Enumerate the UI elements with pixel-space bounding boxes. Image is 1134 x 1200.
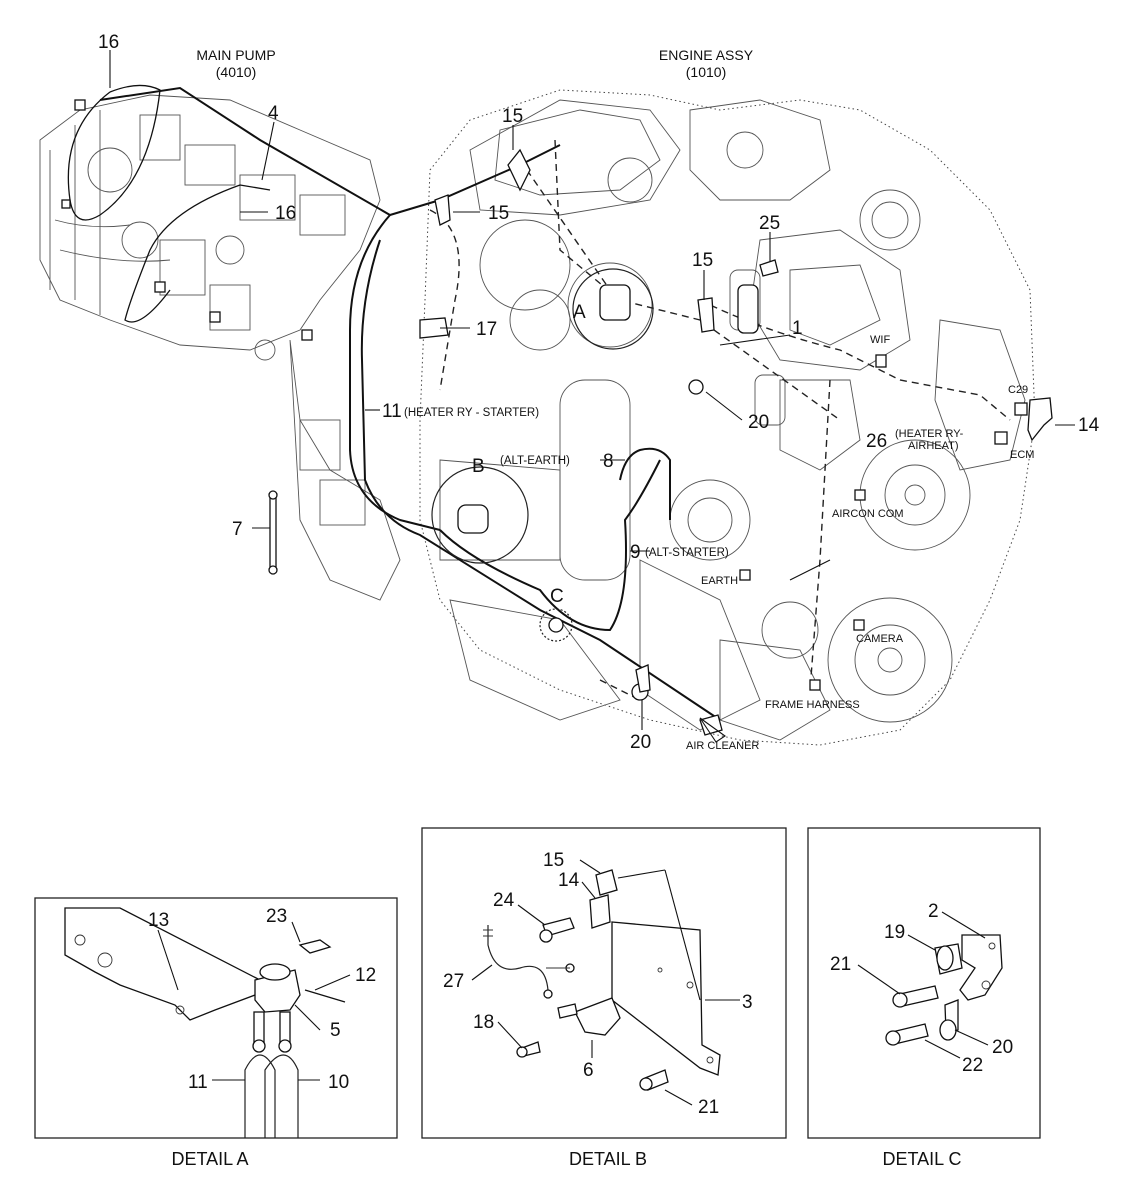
callout-14: 14 <box>1078 415 1100 436</box>
callout-16-top: 16 <box>98 32 119 53</box>
detail-b-callout-3: 3 <box>742 992 753 1013</box>
callout-1: 1 <box>792 318 803 339</box>
callout-9: 9 <box>630 542 641 563</box>
callout-15-top: 15 <box>502 106 523 127</box>
detail-a-callout-11: 11 <box>188 1072 208 1093</box>
main-header-labels: MAIN PUMP (4010) ENGINE ASSY (1010) <box>196 47 753 80</box>
label-heater-ry-starter: (HEATER RY - STARTER) <box>404 407 539 419</box>
detail-a-callout-10: 10 <box>328 1072 349 1093</box>
label-ecm: ECM <box>1010 449 1034 461</box>
detail-c-callout-22: 22 <box>962 1055 983 1076</box>
detail-c-callout-21: 21 <box>830 954 851 975</box>
detail-b-labels: 15 14 24 27 3 18 6 21 DETAIL B <box>443 850 753 1169</box>
label-c29: C29 <box>1008 384 1028 396</box>
label-earth: EARTH <box>701 575 738 587</box>
callout-letter-a: A <box>573 302 586 323</box>
main-pump-title: MAIN PUMP <box>196 47 275 63</box>
label-frame-harness: FRAME HARNESS <box>765 699 860 711</box>
callout-11: 11 <box>382 401 402 422</box>
detail-c-callout-19: 19 <box>884 922 905 943</box>
callout-7: 7 <box>232 519 243 540</box>
detail-c-callout-2: 2 <box>928 901 939 922</box>
engine-assy-code: (1010) <box>686 64 726 80</box>
label-wif: WIF <box>870 334 890 346</box>
callout-letter-b: B <box>472 456 485 477</box>
detail-b-callout-15: 15 <box>543 850 564 871</box>
callout-8: 8 <box>603 451 614 472</box>
callout-15-mid: 15 <box>488 203 509 224</box>
label-alt-earth: (ALT-EARTH) <box>500 455 570 467</box>
label-camera: CAMERA <box>856 633 904 645</box>
detail-b-callout-27: 27 <box>443 971 464 992</box>
main-leaders <box>109 50 1075 743</box>
label-alt-starter: (ALT-STARTER) <box>645 547 729 559</box>
main-callouts: 16 4 15 15 16 25 15 A 1 17 20 11 26 14 B… <box>98 32 1100 753</box>
callout-17: 17 <box>476 319 497 340</box>
detail-b-callout-24: 24 <box>493 890 515 911</box>
detail-a-callout-23: 23 <box>266 906 287 927</box>
detail-a-title: DETAIL A <box>171 1149 248 1169</box>
main-pump-code: (4010) <box>216 64 256 80</box>
callout-4: 4 <box>268 103 279 124</box>
callout-16-mid: 16 <box>275 203 296 224</box>
detail-b <box>421 827 787 1139</box>
detail-c-callout-20: 20 <box>992 1037 1013 1058</box>
wire-harness <box>61 84 1053 736</box>
detail-c <box>807 827 1041 1139</box>
label-heater-ry-airheat-1: (HEATER RY- <box>895 428 964 440</box>
callout-26: 26 <box>866 431 887 452</box>
detail-a-labels: 13 23 12 5 11 10 DETAIL A <box>148 906 376 1169</box>
detail-b-callout-21: 21 <box>698 1097 719 1118</box>
detail-b-title: DETAIL B <box>569 1149 647 1169</box>
detail-b-callout-18: 18 <box>473 1012 494 1033</box>
detail-a-callout-5: 5 <box>330 1020 341 1041</box>
detail-a <box>34 897 398 1139</box>
main-wire-labels: (HEATER RY - STARTER) (ALT-EARTH) (ALT-S… <box>404 334 1034 752</box>
callout-letter-c: C <box>550 586 564 607</box>
detail-c-labels: 2 19 21 20 22 DETAIL C <box>830 901 1013 1169</box>
label-aircon-com: AIRCON COM <box>832 508 904 520</box>
detail-b-callout-6: 6 <box>583 1060 594 1081</box>
detail-c-title: DETAIL C <box>882 1149 961 1169</box>
detail-a-callout-12: 12 <box>355 965 376 986</box>
callout-20-lower: 20 <box>630 732 651 753</box>
label-heater-ry-airheat-2: AIRHEAT) <box>908 440 959 452</box>
main-pump-drawing <box>39 94 401 601</box>
engine-assy-title: ENGINE ASSY <box>659 47 754 63</box>
detail-a-callout-13: 13 <box>148 910 169 931</box>
detail-b-callout-14: 14 <box>558 870 580 891</box>
callout-15-right: 15 <box>692 250 713 271</box>
callout-20-upper: 20 <box>748 412 769 433</box>
callout-25: 25 <box>759 213 780 234</box>
label-air-cleaner: AIR CLEANER <box>686 740 759 752</box>
